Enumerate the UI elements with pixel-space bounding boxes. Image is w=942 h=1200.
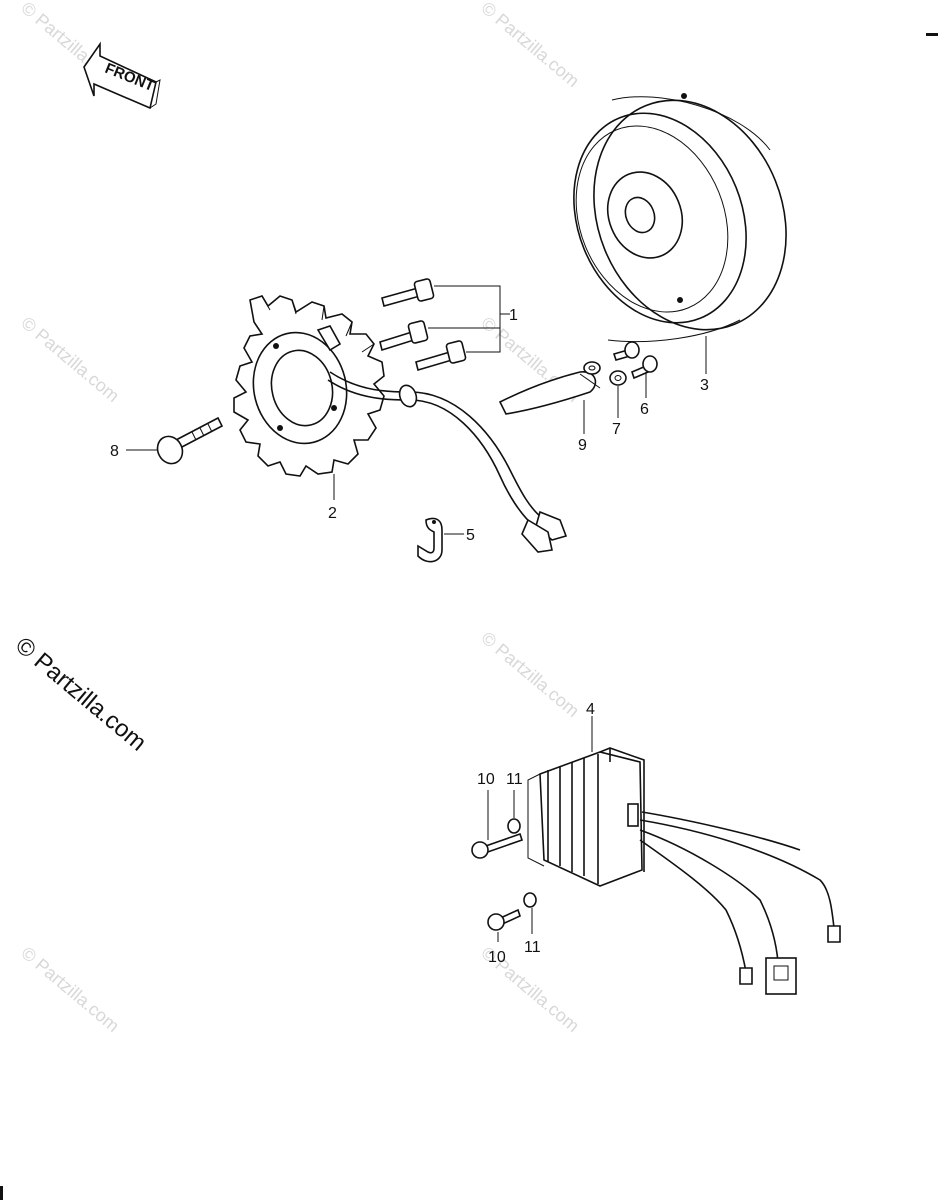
- stator-screws: [379, 278, 510, 372]
- edge-mark: [926, 33, 938, 36]
- callout-labels: 1 2 3 4 5 6 7 8 9 10 11 10 11: [110, 307, 709, 966]
- callout-8: 8: [110, 443, 119, 460]
- callout-9: 9: [578, 437, 587, 454]
- bolt: [156, 416, 224, 465]
- watermark-small: © Partzilla.com: [477, 0, 583, 91]
- watermark-layer: © Partzilla.com © Partzilla.com © Partzi…: [10, 0, 583, 1036]
- flywheel-rotor: [573, 93, 787, 343]
- callout-6: 6: [640, 401, 649, 418]
- small-bolts-and-washers: [583, 341, 658, 386]
- stator-coil: [233, 295, 385, 477]
- callout-2: 2: [328, 505, 337, 522]
- plate: [498, 371, 601, 415]
- leader-lines: [126, 336, 707, 942]
- stator-wire-harness: [316, 325, 568, 553]
- watermark-small: © Partzilla.com: [17, 313, 123, 406]
- callout-11: 11: [506, 771, 523, 788]
- watermark-small: © Partzilla.com: [477, 628, 583, 721]
- callout-10: 10: [477, 771, 495, 788]
- callout-1: 1: [509, 307, 518, 324]
- callout-11: 11: [524, 939, 541, 956]
- wire-clamp: [417, 517, 443, 563]
- watermark-large: © Partzilla.com: [10, 632, 151, 757]
- callout-10: 10: [488, 949, 506, 966]
- regulator-rectifier: [527, 747, 645, 887]
- regulator-bolts-and-washers: [471, 818, 537, 931]
- callout-7: 7: [612, 421, 621, 438]
- front-arrow-icon: FRONT: [83, 41, 161, 110]
- watermark-small: © Partzilla.com: [17, 943, 123, 1036]
- callout-5: 5: [466, 527, 475, 544]
- callout-3: 3: [700, 377, 709, 394]
- regulator-wire-harness: [639, 811, 841, 995]
- callout-4: 4: [586, 701, 595, 718]
- edge-mark: [0, 1186, 3, 1200]
